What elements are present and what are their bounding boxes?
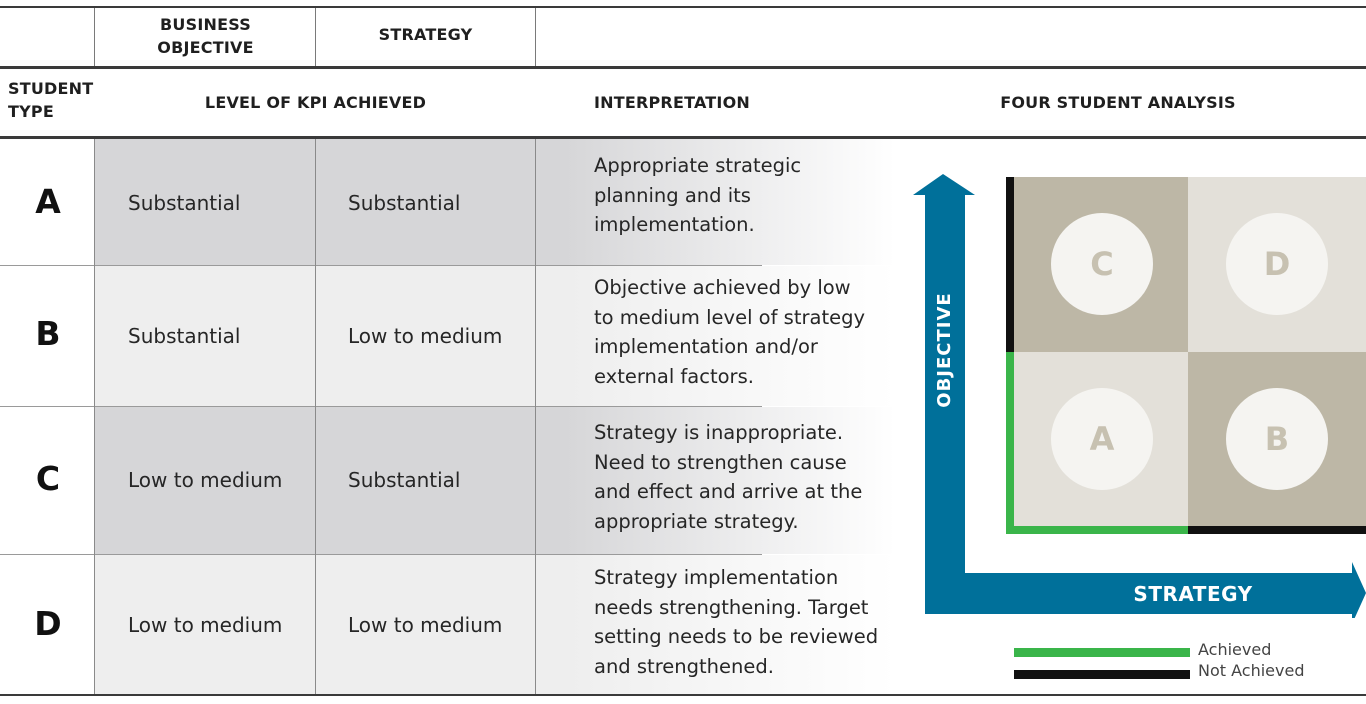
header-separator-2	[315, 8, 316, 66]
row-band-b	[95, 266, 895, 406]
top-rule	[0, 6, 1366, 8]
student-type-d: D	[34, 604, 62, 643]
header-separator-3	[535, 8, 536, 66]
axes-arrows	[913, 174, 1366, 618]
four-student-analysis-header: FOUR STUDENT ANALYSIS	[1000, 93, 1236, 112]
row-band-c	[95, 407, 895, 554]
header-separator-1	[94, 8, 95, 66]
strategy-d: Low to medium	[348, 613, 503, 637]
row-separator-2	[0, 406, 762, 407]
header-divider	[0, 66, 1366, 69]
business-objective-a: Substantial	[128, 191, 241, 215]
body-separator-2	[315, 139, 316, 694]
row-separator-1	[0, 265, 762, 266]
row-separator-3	[0, 554, 762, 555]
student-type-c: C	[35, 459, 61, 498]
interpretation-a: Appropriate strategic planning and its i…	[594, 154, 802, 236]
quadrant-circle-d: D	[1226, 213, 1328, 315]
business-objective-header: BUSINESS OBJECTIVE	[157, 15, 254, 57]
quadrant-circle-b: B	[1226, 388, 1328, 490]
legend-achieved-line	[1014, 648, 1190, 657]
interpretation-c: Strategy is inappropriate. Need to stren…	[594, 421, 863, 533]
strategy-a: Substantial	[348, 191, 461, 215]
business-objective-b: Substantial	[128, 324, 241, 348]
quadrant-circle-c: C	[1051, 213, 1153, 315]
legend-achieved-label: Achieved	[1198, 640, 1272, 659]
row-band-a	[95, 139, 895, 265]
x-axis-label: STRATEGY	[1133, 582, 1253, 606]
objective-arrow	[913, 174, 975, 614]
student-type-a: A	[35, 182, 61, 221]
bottom-rule	[0, 694, 1366, 696]
header-bottom-rule	[0, 136, 1366, 139]
not-achieved-edge-left	[1006, 177, 1014, 352]
strategy-c: Substantial	[348, 468, 461, 492]
row-band-d	[95, 555, 895, 694]
kpi-level-header: LEVEL OF KPI ACHIEVED	[204, 93, 427, 112]
interpretation-header: INTERPRETATION	[594, 93, 750, 112]
strategy-arrow	[925, 562, 1366, 618]
y-axis-label: OBJECTIVE	[934, 292, 955, 408]
strategy-header: STRATEGY	[378, 25, 473, 44]
student-type-header: STUDENT TYPE	[8, 79, 94, 121]
achieved-edge-bottom	[1006, 526, 1188, 534]
body-separator-3	[535, 139, 536, 694]
achieved-edge-left	[1006, 352, 1014, 534]
quadrant-circle-a: A	[1051, 388, 1153, 490]
legend-not-achieved-line	[1014, 670, 1190, 679]
not-achieved-edge-bottom	[1188, 526, 1366, 534]
legend-not-achieved-label: Not Achieved	[1198, 661, 1305, 680]
interpretation-b: Objective achieved by low to medium leve…	[594, 276, 866, 388]
business-objective-c: Low to medium	[128, 468, 283, 492]
interpretation-d: Strategy implementation needs strengthen…	[594, 566, 879, 678]
strategy-b: Low to medium	[348, 324, 503, 348]
body-separator-1	[94, 139, 95, 694]
student-type-b: B	[35, 314, 61, 353]
business-objective-d: Low to medium	[128, 613, 283, 637]
